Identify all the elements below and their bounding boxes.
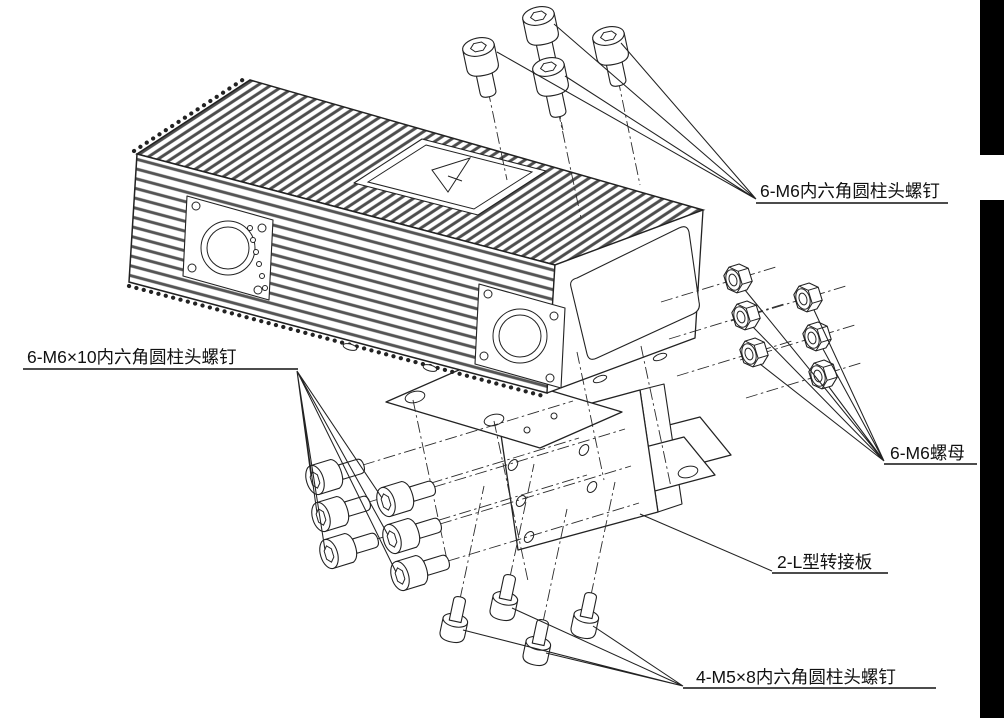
center-line bbox=[459, 485, 485, 600]
leader-bottom-screws bbox=[462, 607, 684, 687]
center-line bbox=[676, 340, 793, 377]
top-flange-hole-small bbox=[550, 412, 558, 420]
top-flange-hole-small bbox=[523, 426, 531, 434]
center-line bbox=[739, 324, 856, 361]
leader-left-screws bbox=[296, 370, 397, 573]
bracket-top-flange bbox=[385, 365, 623, 449]
center-line bbox=[376, 474, 588, 540]
label-bottom-screws: 4-M5×8内六角圆柱头螺钉 bbox=[683, 667, 936, 689]
label-left-screws-text: 6-M6×10内六角圆柱头螺钉 bbox=[27, 347, 237, 367]
flange-hole bbox=[677, 465, 699, 479]
center-line bbox=[557, 109, 582, 219]
center-line bbox=[447, 502, 640, 562]
label-bracket-text: 2-L型转接板 bbox=[777, 552, 872, 572]
center-line bbox=[660, 266, 777, 303]
m6-socket-head-screw bbox=[590, 23, 636, 90]
bottom-rim-mount-holes bbox=[342, 343, 668, 384]
right-edge-bar-top bbox=[980, 0, 1004, 155]
right-edge-bar-bottom bbox=[980, 200, 1004, 718]
center-line bbox=[439, 465, 632, 525]
m6-hex-nut bbox=[729, 298, 763, 333]
m6x10-socket-head-screw bbox=[372, 472, 440, 520]
m6-hex-nut bbox=[800, 319, 834, 354]
leader-lines bbox=[296, 23, 885, 687]
center-line bbox=[745, 362, 862, 399]
leader-nuts bbox=[744, 289, 885, 462]
web-hole bbox=[578, 444, 590, 456]
label-bottom-screws-text: 4-M5×8内六角圆柱头螺钉 bbox=[696, 667, 896, 687]
label-top-screws: 6-M6内六角圆柱头螺钉 bbox=[756, 181, 948, 204]
center-line bbox=[640, 345, 672, 488]
label-nuts: 6-M6螺母 bbox=[884, 443, 977, 465]
m6-hex-nut bbox=[791, 280, 825, 315]
center-line bbox=[547, 58, 564, 131]
top-flange-hole bbox=[404, 390, 426, 404]
m6-socket-head-screw bbox=[530, 54, 576, 121]
center-line bbox=[668, 303, 785, 340]
m5x8-socket-head-screw bbox=[568, 589, 605, 642]
fan-grille-right bbox=[474, 283, 566, 389]
center-line bbox=[368, 437, 580, 503]
leader-top-screws bbox=[496, 23, 757, 200]
label-left-screws: 6-M6×10内六角圆柱头螺钉 bbox=[23, 347, 298, 370]
m6-socket-head-screw bbox=[460, 34, 506, 101]
l-bracket-assembly bbox=[385, 365, 732, 551]
fan-grille-left bbox=[182, 195, 274, 301]
center-line bbox=[576, 351, 605, 481]
leader-bracket bbox=[639, 513, 773, 572]
center-lines bbox=[362, 58, 862, 623]
m5x8-socket-head-screw bbox=[437, 593, 474, 646]
m6-hex-nut bbox=[721, 261, 755, 296]
center-line bbox=[590, 481, 616, 596]
center-line bbox=[493, 420, 529, 582]
optical-window bbox=[570, 226, 700, 360]
vent-hole-column bbox=[247, 225, 268, 291]
m6x10-socket-head-screw bbox=[301, 450, 369, 498]
center-line bbox=[617, 78, 641, 186]
web-hole bbox=[586, 481, 598, 493]
label-top-screws-text: 6-M6内六角圆柱头螺钉 bbox=[760, 181, 940, 201]
label-nuts-text: 6-M6螺母 bbox=[890, 443, 965, 463]
m6x10-socket-head-screw bbox=[315, 524, 383, 572]
center-line bbox=[542, 508, 568, 623]
m6x10-socket-head-screw bbox=[386, 546, 454, 594]
web-hole bbox=[523, 531, 535, 543]
center-line bbox=[412, 399, 448, 561]
fin-serration-edge bbox=[131, 74, 250, 154]
brand-logo-icon bbox=[431, 157, 472, 193]
callout-labels: 6-M6内六角圆柱头螺钉 6-M6×10内六角圆柱头螺钉 6-M6螺母 2-L型… bbox=[23, 181, 977, 689]
center-line bbox=[730, 285, 847, 322]
web-hole bbox=[507, 459, 519, 471]
m5x8-socket-head-screw bbox=[487, 571, 524, 624]
center-line bbox=[433, 428, 626, 488]
m6-hex-nut bbox=[737, 335, 771, 370]
center-line bbox=[362, 400, 574, 466]
m5x8-socket-head-screw bbox=[520, 616, 557, 669]
center-line bbox=[487, 89, 508, 181]
logo-recess bbox=[366, 144, 534, 210]
device-body bbox=[126, 74, 706, 400]
label-bracket: 2-L型转接板 bbox=[772, 552, 888, 574]
center-line bbox=[509, 463, 535, 578]
